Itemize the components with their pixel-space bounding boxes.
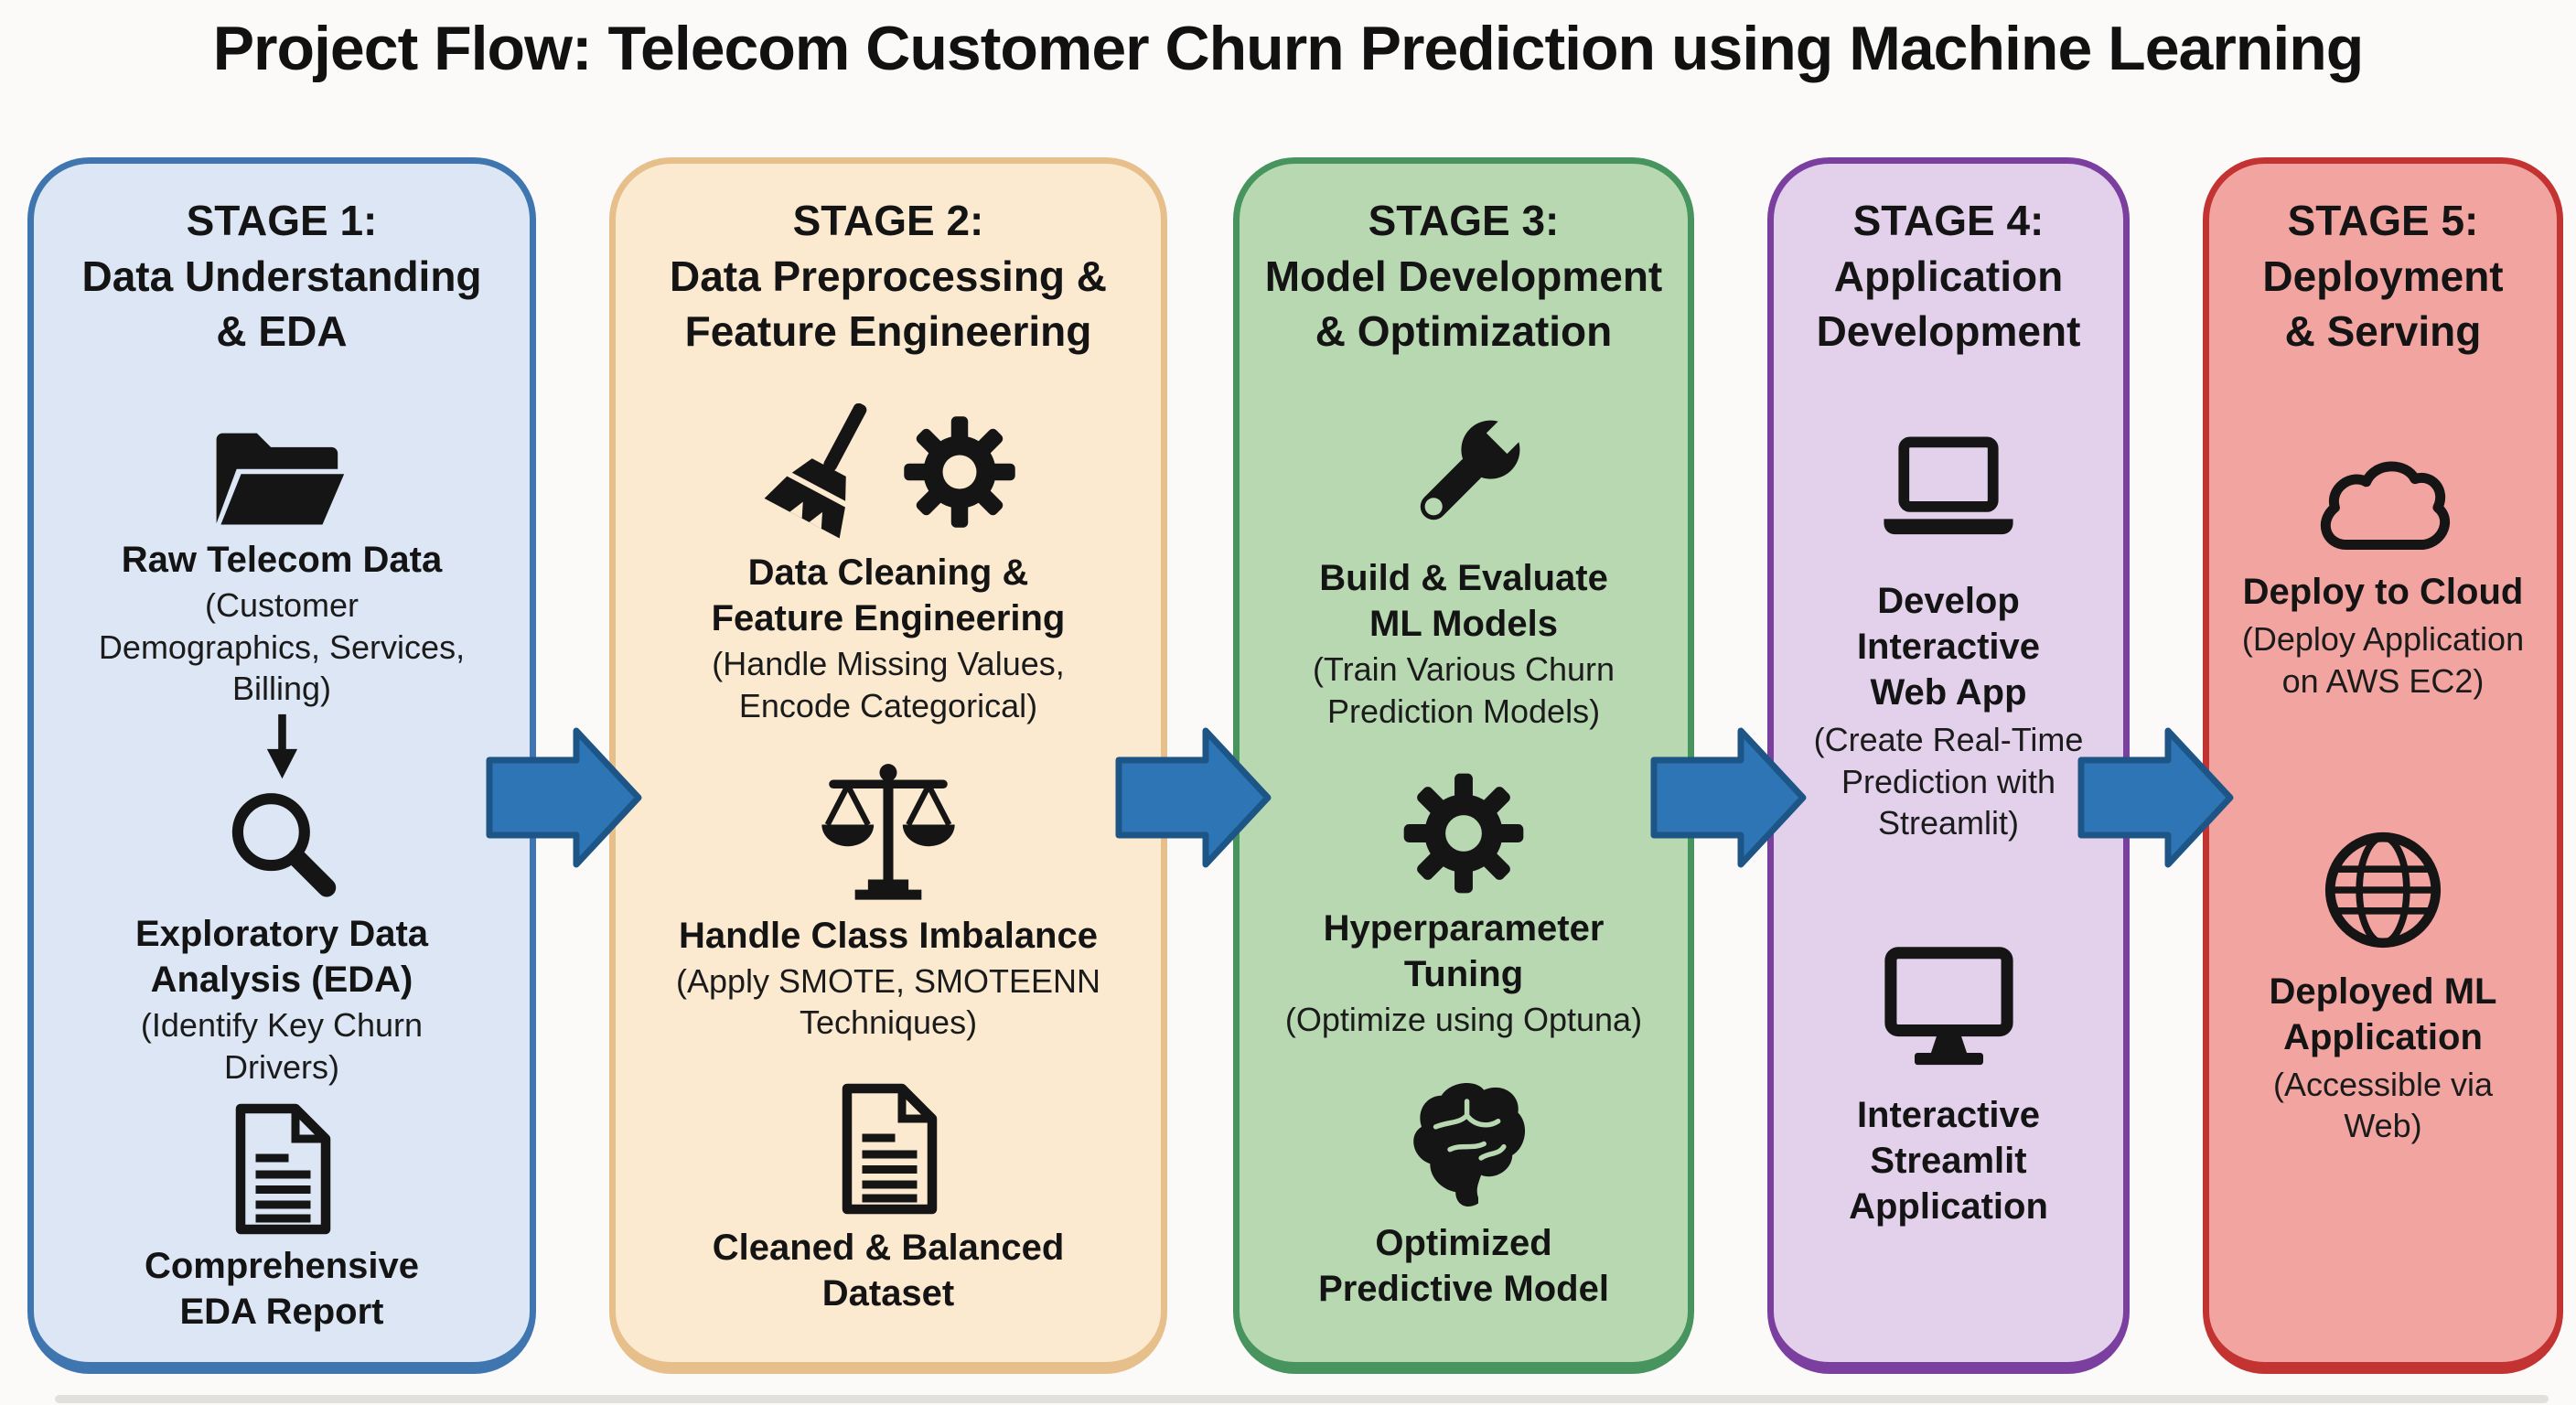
stage-3-item-1-sublabel: (Train Various Churn Prediction Models) — [1312, 650, 1615, 730]
down-arrow-icon — [255, 713, 308, 782]
open-folder-icon — [204, 405, 360, 530]
gear-icon — [1399, 768, 1529, 898]
page-title: Project Flow: Telecom Customer Churn Pre… — [212, 14, 2365, 83]
page-bottom-shadow — [55, 1395, 2549, 1403]
stage-3-item-1-label: Build & Evaluate ML Models — [1319, 558, 1608, 645]
flow-arrow-3-icon — [1650, 727, 1807, 868]
stage-2-item-1-label: Data Cleaning & Feature Engineering — [711, 552, 1066, 639]
stage-5-box: STAGE 5: Deployment & Serving Deploy to … — [2203, 157, 2563, 1374]
balance-scale-icon — [816, 761, 961, 906]
stage-2-item-3-label: Cleaned & Balanced Dataset — [712, 1227, 1065, 1314]
stage-5-item-2-label: Deployed ML Application — [2269, 971, 2497, 1057]
desktop-monitor-icon — [1873, 944, 2024, 1081]
stage-4-item-1-sublabel: (Create Real-Time Prediction with Stream… — [1813, 721, 2084, 842]
stage-3-header: STAGE 3: Model Development & Optimizatio… — [1264, 197, 1663, 356]
magnifying-glass-icon — [220, 784, 344, 907]
stage-3-item-3-label: Optimized Predictive Model — [1318, 1223, 1609, 1310]
stage-1-item-3-label: Comprehensive EDA Report — [144, 1245, 420, 1332]
stage-3-item-2-sublabel: (Optimize using Optuna) — [1284, 1000, 1643, 1038]
globe-icon — [2313, 820, 2453, 960]
stage-4-item-1-label: Develop Interactive Web App — [1856, 581, 2041, 713]
stage-1-item-2-label: Exploratory Data Analysis (EDA) — [134, 914, 429, 1001]
stage-2-item-2-sublabel: (Apply SMOTE, SMOTEENN Techniques) — [675, 961, 1101, 1042]
cloud-icon — [2308, 442, 2459, 556]
stage-3-box: STAGE 3: Model Development & Optimizatio… — [1233, 157, 1694, 1374]
stage-2-box: STAGE 2: Data Preprocessing & Feature En… — [609, 157, 1167, 1374]
flow-arrow-1-icon — [486, 727, 642, 868]
stage-4-box: STAGE 4: Application Development Develop… — [1767, 157, 2130, 1374]
stage-4-header: STAGE 4: Application Development — [1816, 197, 2081, 356]
brain-icon — [1393, 1073, 1535, 1215]
document-icon — [213, 1100, 350, 1238]
wrench-icon — [1390, 403, 1537, 550]
broom-and-gear-icon — [757, 403, 1020, 541]
stage-1-item-1-sublabel: (Customer Demographics, Services, Billin… — [98, 586, 466, 707]
gear-icon — [904, 416, 1015, 528]
flow-arrow-2-icon — [1115, 727, 1272, 868]
flow-arrow-4-icon — [2077, 727, 2234, 868]
stage-5-header: STAGE 5: Deployment & Serving — [2262, 197, 2504, 356]
stage-2-header: STAGE 2: Data Preprocessing & Feature En… — [669, 197, 1108, 356]
document-icon — [820, 1080, 957, 1217]
stage-2-item-2-label: Handle Class Imbalance — [679, 915, 1098, 956]
laptop-icon — [1872, 433, 2025, 565]
stage-5-item-2-sublabel: (Accessible via Web) — [2272, 1065, 2494, 1145]
stage-5-item-1-sublabel: (Deploy Application on AWS EC2) — [2241, 620, 2525, 700]
stage-5-item-1-label: Deploy to Cloud — [2242, 572, 2524, 613]
stage-1-box: STAGE 1: Data Understanding & EDA Raw Te… — [27, 157, 536, 1374]
stage-2-item-1-sublabel: (Handle Missing Values, Encode Categoric… — [712, 645, 1065, 724]
stage-4-item-2-label: Interactive Streamlit Application — [1849, 1095, 2048, 1228]
stage-1-item-1-label: Raw Telecom Data — [121, 540, 443, 581]
stage-1-header: STAGE 1: Data Understanding & EDA — [81, 197, 482, 356]
stage-1-item-2-sublabel: (Identify Key Churn Drivers) — [140, 1006, 424, 1086]
broom-icon — [764, 403, 867, 539]
stage-3-item-2-label: Hyperparameter Tuning — [1323, 907, 1605, 994]
